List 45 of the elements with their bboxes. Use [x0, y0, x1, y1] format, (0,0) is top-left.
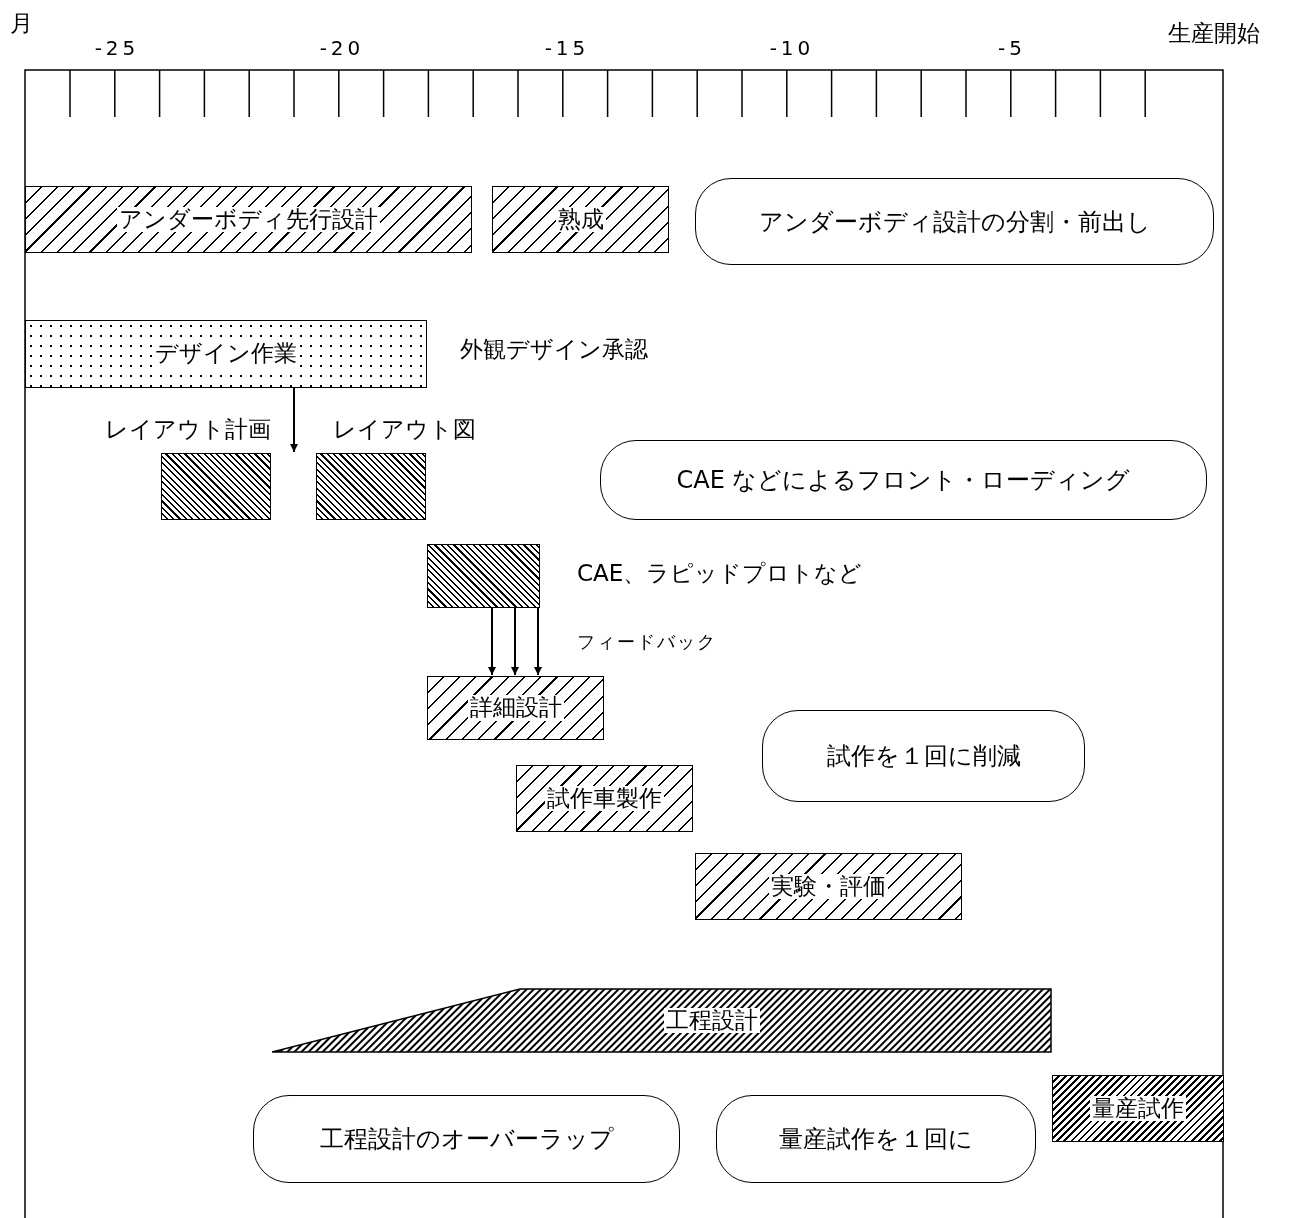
crosshatched-bar	[161, 453, 271, 520]
bar-label: 試作車製作	[545, 785, 664, 812]
hatched-bar	[492, 186, 669, 253]
hatched-bar	[695, 853, 962, 920]
hatched-bar	[427, 676, 604, 740]
bar-label: 詳細設計	[467, 695, 564, 721]
arrow	[290, 387, 298, 453]
rounded-box	[600, 440, 1207, 520]
axis-end-label: 生産開始	[1168, 19, 1260, 48]
hatched-bar	[1052, 1075, 1224, 1142]
crosshatched-bar	[427, 544, 540, 608]
bar-heading: レイアウト計画	[104, 415, 271, 444]
wedge-bar	[272, 988, 1052, 1053]
hatched-bar	[25, 186, 472, 253]
note-text: 外観デザイン承認	[460, 335, 648, 364]
bar-label: 量産試作	[1090, 1095, 1186, 1122]
box-text: 量産試作を１回に	[779, 1124, 973, 1155]
hatched-bar	[516, 765, 693, 832]
rounded-box	[253, 1095, 680, 1183]
rounded-box	[695, 178, 1214, 265]
box-text: アンダーボディ設計の分割・前出し	[758, 206, 1151, 238]
bar-label: 熟成	[555, 206, 606, 233]
tick-label: -20	[318, 36, 366, 60]
box-text: 工程設計のオーバーラップ	[319, 1124, 614, 1155]
bar-heading: レイアウト図	[333, 415, 477, 444]
tick-label: -25	[93, 36, 141, 60]
edge-label: フィードバック	[577, 630, 717, 654]
tick-label: -15	[543, 36, 591, 60]
arrow	[488, 607, 496, 676]
dotted-bar	[25, 320, 427, 388]
note-text: CAE、ラピッドプロトなど	[577, 559, 863, 588]
arrow	[534, 607, 542, 676]
bar-label: 工程設計	[664, 1007, 760, 1034]
tick-label: -10	[768, 36, 816, 60]
tick-label: -5	[997, 36, 1027, 60]
rounded-box	[716, 1095, 1036, 1183]
arrow	[511, 607, 519, 676]
box-text: 試作を１回に削減	[826, 741, 1021, 772]
box-text: CAE などによるフロント・ローディング	[676, 465, 1131, 496]
bar-label: 実験・評価	[769, 873, 888, 900]
rounded-box	[762, 710, 1085, 802]
bar-label: デザイン作業	[153, 341, 299, 367]
unit-label: 月	[10, 9, 33, 38]
crosshatched-bar	[316, 453, 426, 520]
bar-label: アンダーボディ先行設計	[117, 206, 380, 233]
